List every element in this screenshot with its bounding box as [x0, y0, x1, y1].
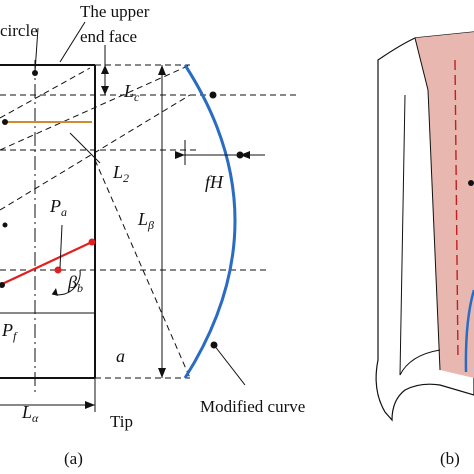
- label-upper-end-face-2: end face: [80, 27, 137, 46]
- tooth-face-edges: [414, 37, 441, 371]
- tooth-face: [415, 32, 474, 378]
- label-lbeta: Lβ: [137, 209, 154, 232]
- leader-l2: [69, 132, 101, 164]
- label-lc: Lc: [123, 81, 140, 104]
- lc-arrow-top: [101, 65, 109, 74]
- diagonal-dash-4: [94, 159, 191, 379]
- fh-arrow-right: [240, 151, 250, 159]
- panel-a: circle The upper end face Lc L2 fH Lβ Pa…: [0, 2, 305, 468]
- curve-point-top: [209, 91, 217, 99]
- label-a: a: [116, 346, 125, 366]
- label-fh: fH: [205, 172, 224, 192]
- leader-upper-end-face: [59, 21, 86, 63]
- lc-arrow-bottom: [101, 86, 109, 95]
- highlight-point: [2, 119, 8, 125]
- angle-arrowhead: [52, 288, 58, 296]
- blue-curve: [464, 289, 474, 373]
- lalpha-arrow-right: [85, 401, 95, 409]
- diagonal-dash-1: [0, 67, 91, 119]
- fh-arrow-left: [175, 151, 185, 159]
- label-pa: Pa: [49, 196, 67, 219]
- point-small: [2, 222, 8, 228]
- leader-pa: [59, 224, 63, 269]
- point-intersection: [54, 266, 62, 274]
- line-pa: [0, 241, 93, 286]
- point-top-center: [32, 70, 38, 76]
- modified-curve: [183, 64, 237, 379]
- diagonal-dash-2: [0, 64, 191, 151]
- tooth-flank-line: [399, 94, 441, 376]
- caption-a: (a): [64, 449, 83, 468]
- label-pf: Pf: [1, 320, 18, 343]
- caption-b: (b): [440, 449, 460, 468]
- diagonal-dash-3: [0, 94, 191, 211]
- label-circle: circle: [0, 21, 38, 40]
- red-dash-line: [454, 59, 459, 361]
- panel-b: (b): [375, 31, 474, 468]
- label-modified-curve: Modified curve: [200, 397, 305, 416]
- label-l2: L2: [112, 162, 129, 185]
- lbeta-arrow-bottom: [158, 368, 166, 378]
- point-pa: [88, 238, 96, 246]
- lbeta-arrow-top: [158, 65, 166, 75]
- label-beta-b: βb: [67, 272, 83, 295]
- point-left: [0, 282, 5, 288]
- panel-b-point: [468, 180, 474, 186]
- label-tip: Tip: [110, 412, 133, 431]
- leader-circle: [34, 27, 39, 73]
- label-upper-end-face-1: The upper: [80, 2, 150, 21]
- label-lalpha: Lα: [21, 402, 39, 425]
- leader-modified-curve: [213, 344, 246, 386]
